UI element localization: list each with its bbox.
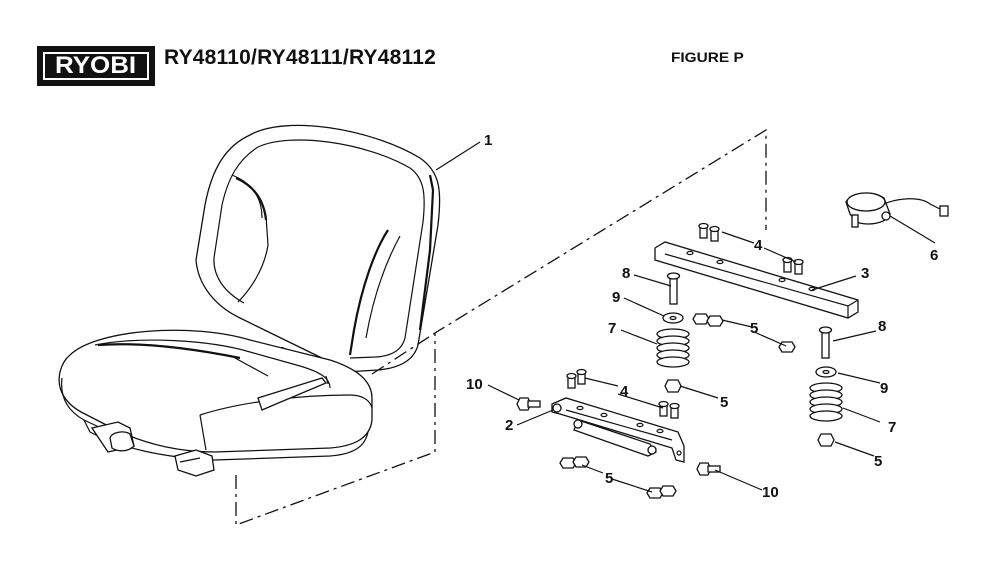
lower-screws [566,368,680,419]
shoulder-bolt-right [696,462,721,476]
callout-7-left: 7 [608,320,616,337]
leader-lines [435,141,936,493]
bottom-nuts [559,456,677,499]
callout-9-left: 9 [612,289,620,306]
logo-frame: RYOBI [43,52,149,80]
ryobi-logo: RYOBI [37,46,155,86]
assembly-guide-branch [371,332,436,375]
callout-9-right: 9 [880,380,888,397]
middle-nuts [692,313,796,353]
upper-bracket [654,241,859,319]
shoulder-bolt-left [516,397,541,411]
figure-label: FIGURE P [671,49,744,65]
callout-5-right-stack: 5 [874,453,882,470]
assembly-guide-line [235,128,767,526]
left-spring-stack [656,272,690,393]
callout-5-left-stack: 5 [720,394,728,411]
callout-2: 2 [505,417,513,434]
callout-8-right: 8 [878,318,886,335]
callout-5-middle: 5 [750,320,758,337]
brand-name: RYOBI [55,52,137,79]
callout-1: 1 [484,132,492,149]
callout-4-lower: 4 [620,383,629,400]
seat-switch [845,192,949,228]
callout-10-right: 10 [762,484,779,501]
seat-assembly [58,124,441,477]
callout-labels: 1 2 3 4 4 5 5 5 5 6 7 7 8 8 9 9 10 10 [466,132,938,501]
callout-7-right: 7 [888,419,896,436]
callout-4-top: 4 [754,237,763,254]
callout-8-left: 8 [622,265,630,282]
right-spring-stack [809,326,843,447]
callout-3: 3 [861,265,869,282]
callout-6: 6 [930,247,938,264]
callout-5-bottom: 5 [605,470,613,487]
top-screws [698,222,804,275]
model-numbers: RY48110/RY48111/RY48112 [164,46,437,69]
lower-bracket [551,397,685,463]
callout-10-left: 10 [466,376,483,393]
